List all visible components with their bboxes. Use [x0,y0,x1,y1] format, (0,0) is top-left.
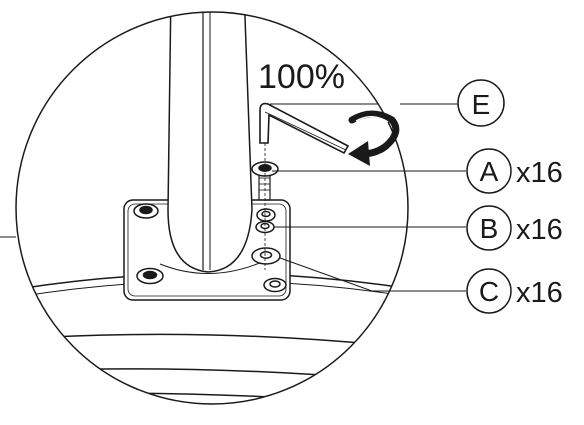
callout-e-letter: E [472,89,491,120]
callout-c-qty: x16 [516,277,563,309]
callout-b: B x16 [466,205,563,251]
washer-c [251,247,281,265]
callout-a-qty: x16 [516,157,563,189]
detail-view [16,12,408,404]
clockwise-rotation-arrow-icon [348,110,400,166]
base-curve-5 [16,392,408,404]
torque-label: 100% [258,58,345,96]
hex-key-icon [259,102,350,155]
leader-c [279,257,408,292]
callout-a: A x16 [466,148,563,194]
post-base-flare [159,261,263,275]
callout-a-letter: A [480,156,499,187]
plate-hole-right-bottom [263,277,287,293]
callout-c: C x16 [466,268,563,314]
detail-circle [15,11,409,405]
callout-c-letter: C [479,276,499,307]
plate-bolt-top-left [133,203,159,219]
callout-b-letter: B [480,213,499,244]
base-curve-4 [16,368,408,385]
hex-key-edge [264,111,347,151]
callout-b-qty: x16 [516,214,563,246]
callout-e: E [457,79,505,127]
plate-bolt-bottom-left [136,267,164,285]
